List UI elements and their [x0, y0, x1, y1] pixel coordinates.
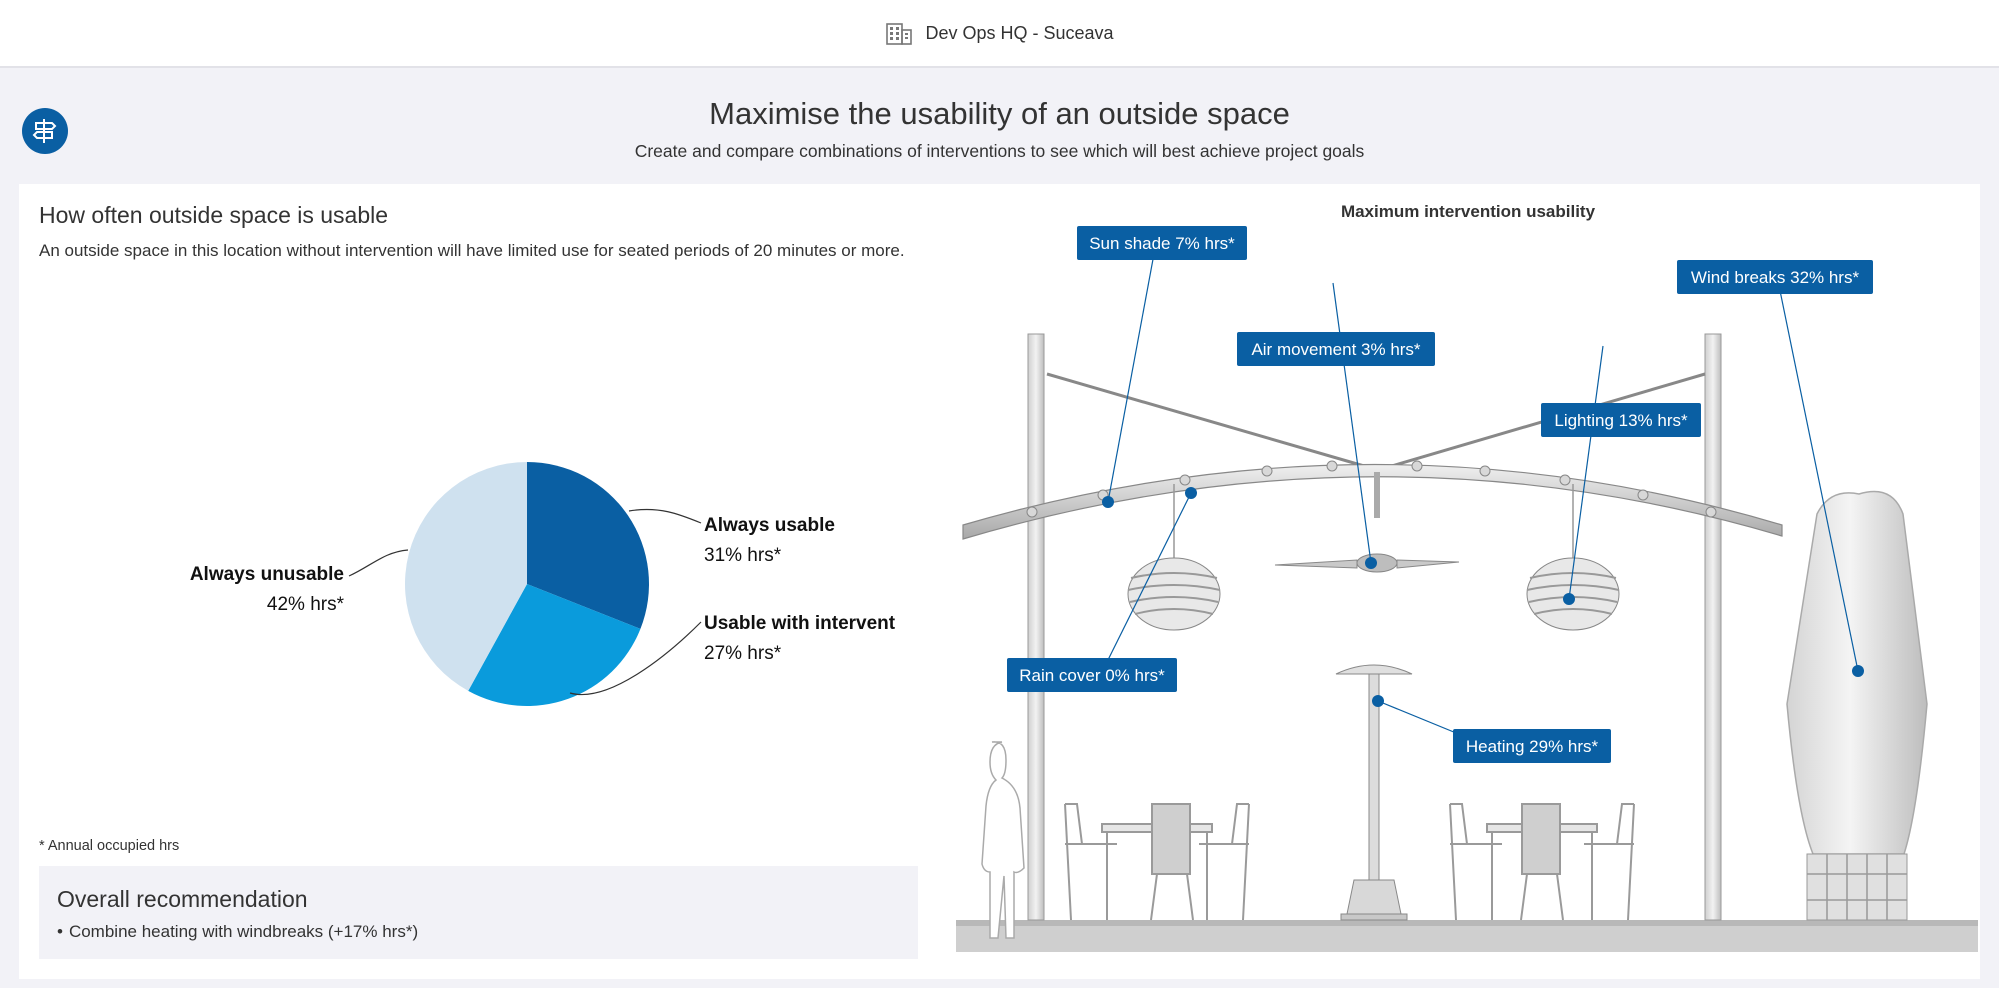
heating-tag[interactable]: Heating 29% hrs* — [1453, 729, 1611, 763]
svg-text:Lighting 13% hrs*: Lighting 13% hrs* — [1554, 411, 1688, 430]
right-table-set — [1449, 803, 1635, 921]
wind-breaks-tag[interactable]: Wind breaks 32% hrs* — [1677, 260, 1873, 294]
page-subtitle: Create and compare combinations of inter… — [634, 141, 1365, 161]
person-silhouette — [981, 741, 1025, 939]
pie-slice-always-usable[interactable] — [527, 462, 649, 629]
left-table-set — [1064, 803, 1250, 921]
wind-break — [1786, 490, 1928, 921]
recommendation-item: Combine heating with windbreaks (+17% hr… — [57, 922, 418, 942]
intervention-scene: Sun shade 7% hrs* Air movement 3% hrs* W… — [956, 226, 1978, 952]
page-title: Maximise the usability of an outside spa… — [709, 96, 1290, 131]
left-lamp — [1127, 484, 1221, 631]
svg-text:Air movement 3% hrs*: Air movement 3% hrs* — [1251, 340, 1420, 359]
right-pole — [1704, 333, 1722, 921]
svg-text:Rain cover 0% hrs*: Rain cover 0% hrs* — [1019, 666, 1165, 685]
svg-text:Heating 29% hrs*: Heating 29% hrs* — [1466, 737, 1599, 756]
scene-title: Maximum intervention usability — [1340, 202, 1596, 221]
usability-heading: How often outside space is usable — [39, 202, 389, 228]
pie-slice-always-unusable[interactable] — [404, 462, 527, 691]
ceiling-fan — [1274, 472, 1460, 573]
air-movement-tag[interactable]: Air movement 3% hrs* — [1237, 332, 1435, 366]
recommendation-panel: Overall recommendation Combine heating w… — [39, 866, 918, 959]
rain-cover-tag[interactable]: Rain cover 0% hrs* — [1007, 658, 1177, 692]
pie-label-always-unusable: Always unusable — [190, 564, 344, 585]
recommendation-title: Overall recommendation — [57, 886, 308, 912]
leader-line-usable-with-intervention — [569, 621, 702, 696]
navigation-signpost-button[interactable] — [22, 108, 68, 154]
canopy-beam — [962, 463, 1783, 540]
pie-label-always-usable: Always usable — [704, 515, 835, 536]
pie-chart: Always usable 31% hrs* Usable with inter… — [190, 462, 896, 706]
lighting-tag[interactable]: Lighting 13% hrs* — [1541, 403, 1701, 437]
top-bar: Dev Ops HQ - Suceava — [0, 0, 1999, 68]
sun-shade-tag[interactable]: Sun shade 7% hrs* — [1077, 226, 1247, 260]
footnote: * Annual occupied hrs — [39, 838, 180, 854]
usability-description: An outside space in this location withou… — [39, 241, 905, 260]
right-lamp — [1526, 484, 1620, 631]
svg-text:Wind breaks 32% hrs*: Wind breaks 32% hrs* — [1691, 268, 1860, 287]
pie-value-always-usable: 31% hrs* — [704, 545, 782, 566]
leader-line-always-unusable — [348, 549, 409, 577]
main-card: How often outside space is usable An out… — [19, 184, 1980, 979]
pie-label-usable-with-intervention: Usable with intervent — [704, 613, 896, 634]
pie-value-always-unusable: 42% hrs* — [267, 594, 345, 615]
pie-slice-usable-with-intervent[interactable] — [468, 584, 641, 706]
pie-value-usable-with-intervention: 27% hrs* — [704, 643, 782, 664]
signpost-icon — [32, 119, 57, 143]
location-name[interactable]: Dev Ops HQ - Suceava — [925, 22, 1114, 43]
patio-heater — [1335, 664, 1413, 921]
left-pole — [1027, 333, 1045, 921]
building-icon — [886, 23, 913, 45]
svg-text:Sun shade 7% hrs*: Sun shade 7% hrs* — [1089, 234, 1235, 253]
leader-line-always-usable — [628, 508, 702, 524]
